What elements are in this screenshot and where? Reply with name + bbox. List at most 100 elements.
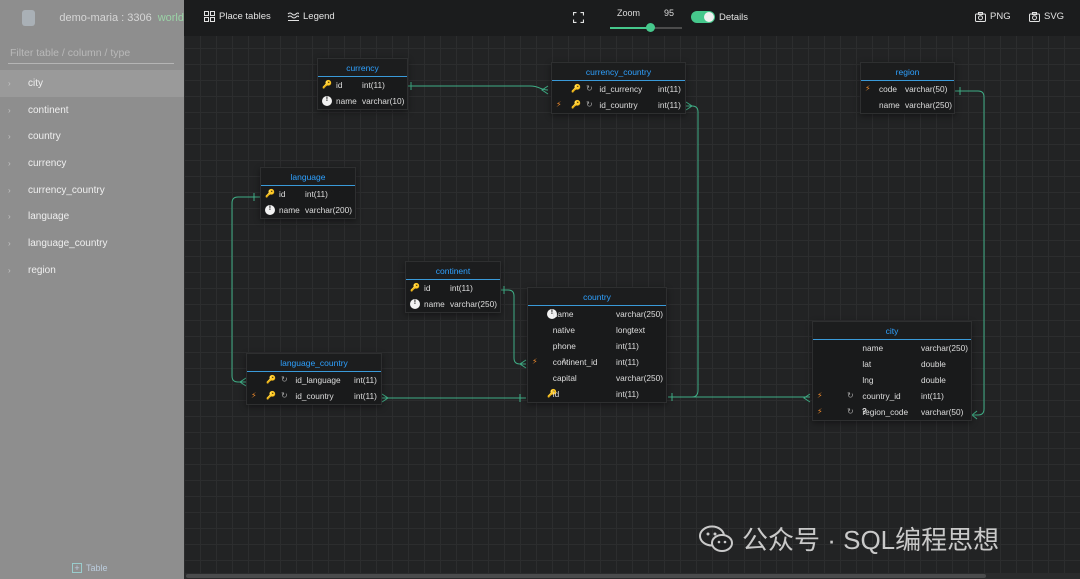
place-tables-button[interactable]: Place tables	[204, 11, 271, 22]
column-type: int(11)	[658, 100, 681, 110]
column-type: longtext	[616, 325, 646, 335]
camera-icon	[1029, 11, 1040, 22]
table-title[interactable]: continent	[406, 262, 500, 280]
index-icon: ↻	[281, 375, 288, 384]
sidebar-item-region[interactable]: ›region	[0, 257, 184, 284]
table-title[interactable]: language	[261, 168, 355, 186]
column-name: name	[862, 343, 884, 353]
index-icon: ↻	[586, 100, 593, 109]
sidebar-item-label: currency_country	[28, 184, 105, 196]
export-png-button[interactable]: PNG	[975, 11, 1011, 22]
chevron-right-icon: ›	[8, 105, 11, 115]
table-title[interactable]: language_country	[247, 354, 381, 372]
column-name: id	[336, 80, 343, 90]
table-list: ›city ›continent ›country ›currency ›cur…	[0, 70, 184, 284]
schema-name[interactable]: world	[157, 12, 184, 24]
sidebar-item-language-country[interactable]: ›language_country	[0, 230, 184, 257]
foreign-key-icon: ⚡	[251, 391, 257, 400]
filter-input[interactable]: Filter table / column / type	[8, 44, 174, 64]
details-toggle[interactable]	[691, 11, 715, 23]
column-type: double	[921, 359, 946, 369]
column-type: varchar(50)	[905, 84, 948, 94]
sidebar-item-currency-country[interactable]: ›currency_country	[0, 177, 184, 204]
table-title[interactable]: currency	[318, 59, 407, 77]
sidebar-item-currency[interactable]: ›currency	[0, 150, 184, 177]
table-title[interactable]: country	[528, 288, 666, 306]
sidebar-item-label: region	[28, 264, 56, 276]
column-type: double	[921, 375, 946, 385]
foreign-key-icon: ⚡	[817, 391, 823, 400]
index-icon: ↻	[562, 357, 569, 366]
table-title[interactable]: currency_country	[552, 63, 685, 81]
legend-icon	[287, 12, 299, 21]
index-icon: ↻	[847, 407, 854, 416]
grid-icon	[204, 11, 215, 22]
add-table-button[interactable]: + Table	[72, 563, 108, 573]
fit-screen-button[interactable]	[573, 12, 584, 23]
column-name: name	[879, 100, 900, 110]
column-type: int(11)	[658, 84, 681, 94]
legend-button[interactable]: Legend	[287, 11, 335, 22]
column-type: int(11)	[450, 283, 473, 293]
export-svg-button[interactable]: SVG	[1029, 11, 1064, 22]
watermark-text: 公众号 · SQL编程思想	[742, 525, 1000, 555]
table-title[interactable]: city	[813, 322, 971, 340]
zoom-slider[interactable]	[610, 23, 682, 32]
horizontal-scrollbar[interactable]	[184, 573, 1080, 579]
primary-key-icon: 🔑	[322, 80, 332, 89]
primary-key-icon: 🔑	[266, 375, 276, 384]
scrollbar-thumb[interactable]	[186, 574, 986, 578]
column-name: id	[424, 283, 431, 293]
sidebar-item-city[interactable]: ›city	[0, 70, 184, 97]
primary-key-icon: 🔑	[266, 391, 276, 400]
column-type: int(11)	[305, 189, 328, 199]
primary-key-icon: 🔑	[547, 389, 557, 398]
column-type: int(11)	[616, 357, 639, 367]
column-name: continent_id	[552, 357, 598, 367]
column-name: capital	[552, 373, 577, 383]
nullable-icon: ?	[862, 407, 867, 416]
sidebar-item-continent[interactable]: ›continent	[0, 97, 184, 124]
column-name: name	[279, 205, 300, 215]
sidebar-item-language[interactable]: ›language	[0, 203, 184, 230]
sidebar-item-label: country	[28, 131, 61, 143]
zoom-slider-thumb[interactable]	[646, 23, 656, 32]
table-title[interactable]: region	[861, 63, 954, 81]
toggle-knob	[704, 12, 714, 22]
column-type: int(11)	[921, 391, 944, 401]
connection-header[interactable]: demo-maria : 3306 world	[0, 0, 184, 36]
sidebar-item-country[interactable]: ›country	[0, 123, 184, 150]
sidebar-item-label: currency	[28, 157, 67, 169]
